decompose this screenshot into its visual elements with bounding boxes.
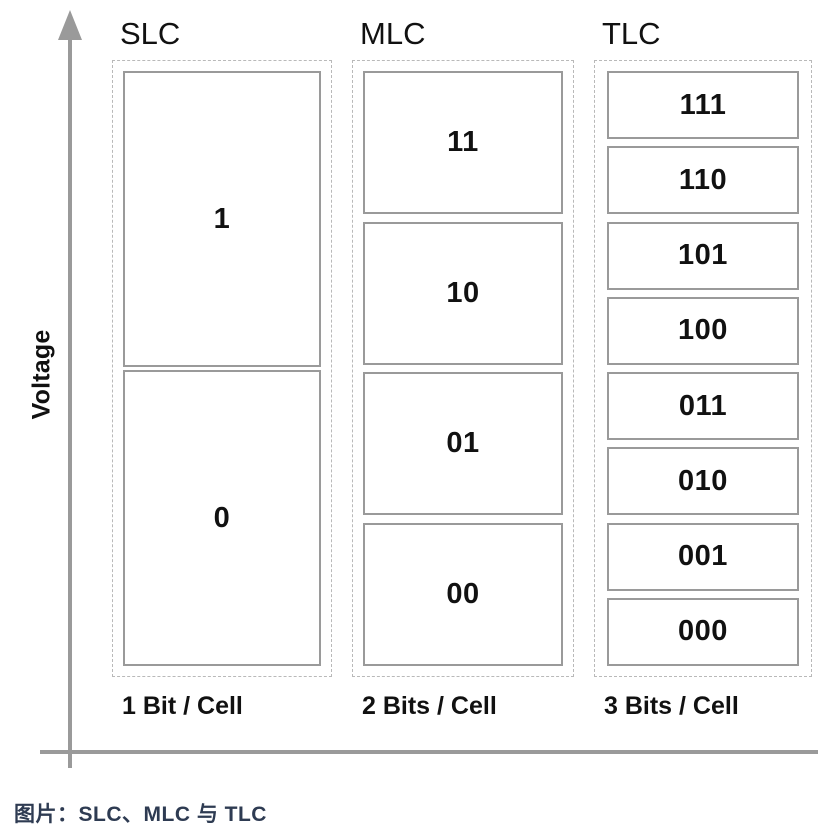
voltage-level-cell: 000: [607, 597, 799, 666]
voltage-level-cell: 1: [123, 71, 321, 367]
voltage-level-cell: 0: [123, 370, 321, 666]
bits-per-cell-label-slc: 1 Bit / Cell: [122, 692, 243, 720]
voltage-level-cell: 011: [607, 372, 799, 441]
voltage-level-cell: 010: [607, 447, 799, 516]
arrow-up-icon: [58, 10, 82, 40]
voltage-level-cell: 101: [607, 221, 799, 290]
column-title-mlc: MLC: [360, 16, 426, 51]
column-title-tlc: TLC: [602, 16, 661, 51]
cell-group-tlc: 111 110 101 100 011 010 001 000: [594, 60, 812, 677]
voltage-level-cell: 110: [607, 146, 799, 215]
voltage-level-cell: 100: [607, 296, 799, 365]
voltage-level-cell: 111: [607, 71, 799, 139]
y-axis-label: Voltage: [27, 329, 56, 420]
bits-per-cell-label-mlc: 2 Bits / Cell: [362, 692, 497, 720]
voltage-level-cell: 11: [363, 71, 563, 214]
voltage-level-cell: 001: [607, 522, 799, 591]
figure-caption: 图片：SLC、MLC 与 TLC: [14, 803, 267, 826]
voltage-level-cell: 01: [363, 372, 563, 516]
cell-group-slc: 1 0: [112, 60, 332, 677]
voltage-level-cell: 10: [363, 221, 563, 365]
column-title-slc: SLC: [120, 16, 181, 51]
bits-per-cell-label-tlc: 3 Bits / Cell: [604, 692, 739, 720]
cell-group-mlc: 11 10 01 00: [352, 60, 574, 677]
voltage-level-cell: 00: [363, 522, 563, 666]
